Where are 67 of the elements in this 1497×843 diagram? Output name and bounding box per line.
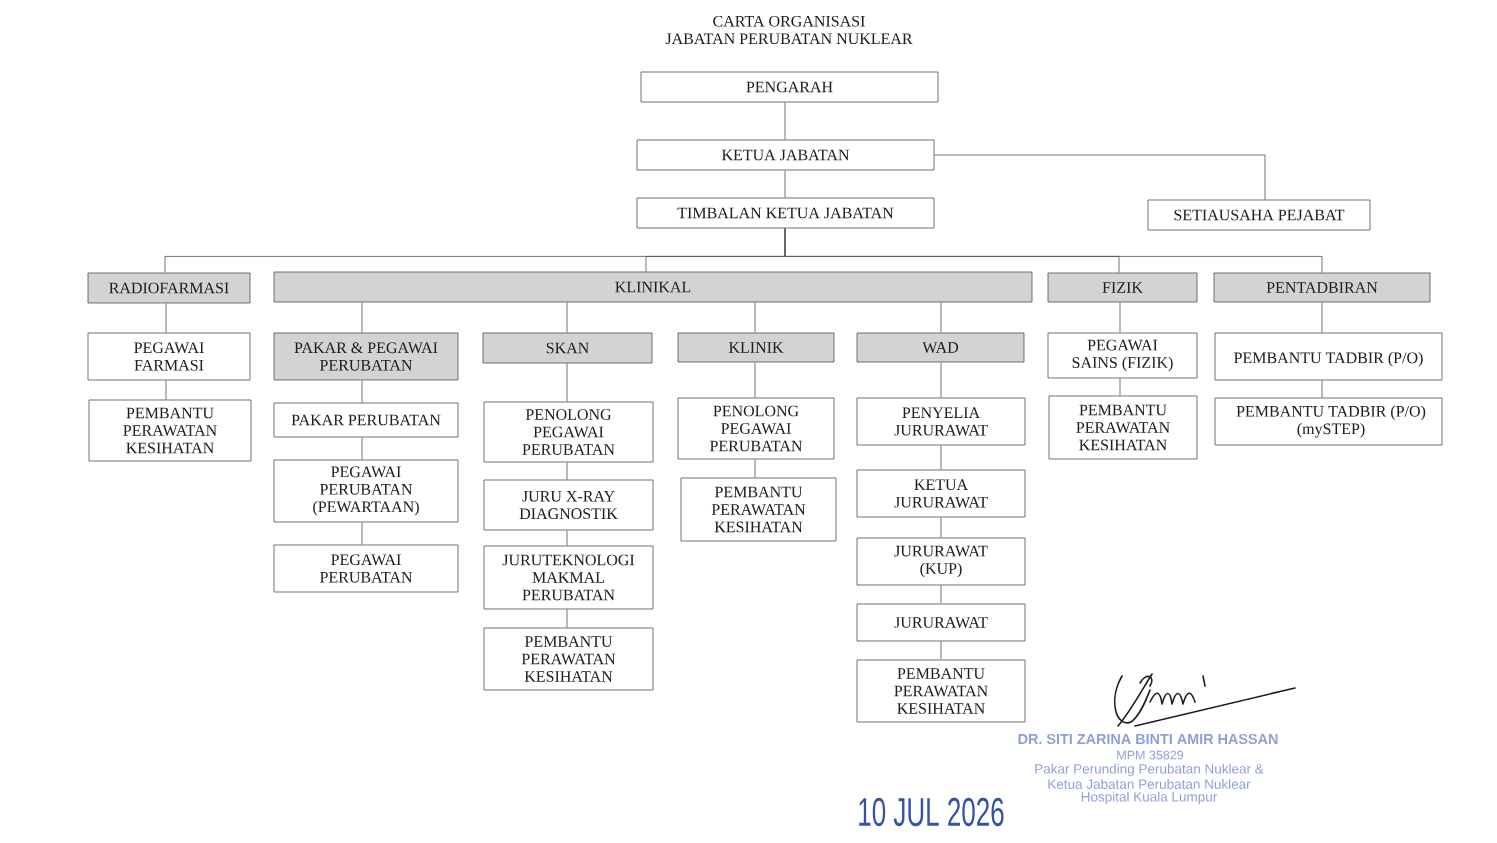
connector-line <box>165 303 167 333</box>
connector-line <box>1119 378 1121 396</box>
connector-line <box>940 445 942 470</box>
position-box: KETUA JABATAN <box>636 139 935 171</box>
position-box: PEMBANTU PERAWATAN KESIHATAN <box>88 399 252 462</box>
section-header-box: WAD <box>856 332 1025 363</box>
section-header-box: FIZIK <box>1047 272 1198 303</box>
connector-line <box>361 522 363 545</box>
signatory-name: DR. SITI ZARINA BINTI AMIR HASSAN <box>1018 733 1278 745</box>
connector-line <box>566 363 568 402</box>
stamp-text: Hospital Kuala Lumpur <box>1081 791 1218 805</box>
position-box: PEGAWAI FARMASI <box>87 332 251 381</box>
position-box: PEMBANTU PERAWATAN KESIHATAN <box>856 659 1026 723</box>
connector-line <box>784 170 786 198</box>
position-box: PEMBANTU PERAWATAN KESIHATAN <box>1048 395 1198 460</box>
connector-line <box>754 459 756 478</box>
connector-line <box>754 362 756 398</box>
position-box: PENOLONG PEGAWAI PERUBATAN <box>483 401 654 463</box>
registration-number: MPM 35829 <box>1117 750 1184 760</box>
connector-line <box>361 302 363 333</box>
stamp-text: Ketua Jabatan Perubatan Nuklear <box>1048 779 1251 789</box>
connector-line <box>361 380 363 403</box>
connector-line <box>784 102 786 140</box>
connector-line <box>566 462 568 480</box>
position-box: JURUTEKNOLOGI MAKMAL PERUBATAN <box>483 545 654 610</box>
position-box: TIMBALAN KETUA JABATAN <box>636 197 935 229</box>
section-header-box: SKAN <box>482 332 653 364</box>
position-box: PEMBANTU TADBIR (P/O) <box>1214 332 1443 381</box>
position-box: PEGAWAI PERUBATAN <box>273 544 459 593</box>
date-text: 10 JUL 2026 <box>859 797 1004 827</box>
position-box: PEGAWAI PERUBATAN (PEWARTAAN) <box>273 459 459 523</box>
position-box: SETIAUSAHA PEJABAT <box>1147 199 1371 231</box>
position-box: PENGARAH <box>640 71 939 103</box>
connector-line <box>784 228 1323 273</box>
connector-line <box>566 302 568 333</box>
position-box: JURURAWAT <box>856 603 1026 642</box>
section-header-box: RADIOFARMASI <box>87 272 251 304</box>
connector-line <box>940 362 942 398</box>
position-box: PENYELIA JURURAWAT <box>856 397 1026 446</box>
position-box: PEGAWAI SAINS (FIZIK) <box>1047 332 1198 379</box>
connector-line <box>566 609 568 628</box>
position-box: PEMBANTU TADBIR (P/O) (mySTEP) <box>1214 397 1443 446</box>
position-box: JURU X-RAY DIAGNOSTIK <box>483 479 654 531</box>
stamp-text: Pakar Perunding Perubatan Nuklear & <box>1035 763 1264 777</box>
connector-line <box>940 585 942 604</box>
connector-line <box>361 437 363 460</box>
position-box: JURURAWAT (KUP) <box>856 537 1026 586</box>
position-box: PEMBANTU PERAWATAN KESIHATAN <box>483 627 654 691</box>
connector-line <box>566 530 568 546</box>
connector-line <box>754 302 756 333</box>
section-header-box: KLINIKAL <box>273 271 1033 303</box>
connector-line <box>1321 380 1323 398</box>
position-box: PEMBANTU PERAWATAN KESIHATAN <box>680 477 837 542</box>
section-header-box: PAKAR & PEGAWAI PERUBATAN <box>273 332 459 381</box>
chart-title: CARTA ORGANISASI JABATAN PERUBATAN NUKLEAR <box>665 15 913 45</box>
connector-line <box>165 380 167 400</box>
connector-line <box>934 154 1266 200</box>
connector-line <box>940 302 942 333</box>
connector-line <box>940 641 942 660</box>
connector-line <box>1119 302 1121 333</box>
connector-line <box>1321 302 1323 333</box>
position-box: PAKAR PERUBATAN <box>273 402 459 438</box>
section-header-box: KLINIK <box>677 332 835 363</box>
position-box: KETUA JURURAWAT <box>856 469 1026 518</box>
connector-line <box>940 517 942 538</box>
position-box: PENOLONG PEGAWAI PERUBATAN <box>677 397 835 460</box>
section-header-box: PENTADBIRAN <box>1213 272 1431 303</box>
